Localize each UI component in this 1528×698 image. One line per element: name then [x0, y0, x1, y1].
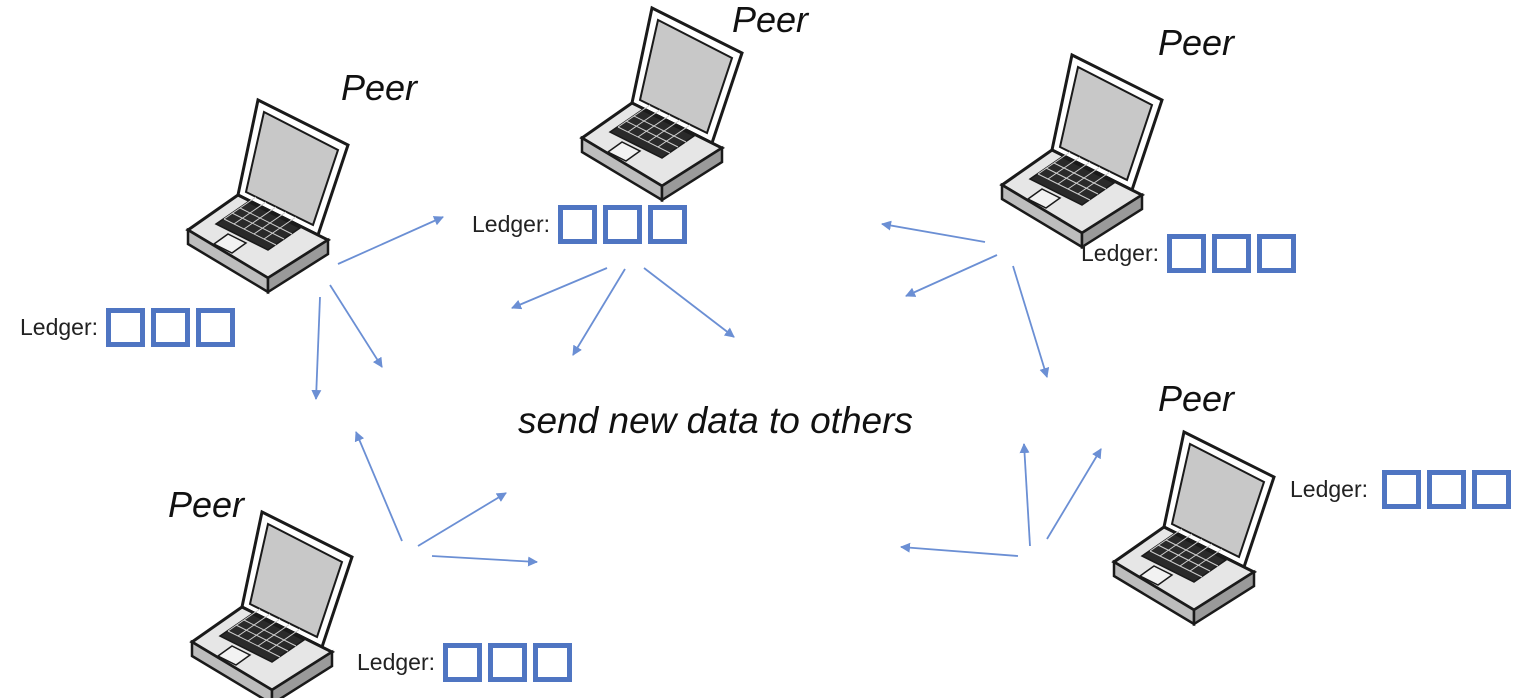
- ledger-block-icon: [603, 205, 643, 244]
- laptop-icon: [190, 510, 354, 698]
- ledger-label: Ledger:: [1081, 240, 1160, 266]
- peer-label: Peer: [1158, 378, 1235, 419]
- arrow-icon: [1019, 443, 1031, 547]
- arrow-icon: [643, 267, 735, 338]
- center-caption: send new data to others: [518, 400, 913, 441]
- ledger-block-icon: [1472, 470, 1512, 509]
- arrow-icon: [900, 542, 1019, 557]
- ledger-block-icon: [1167, 234, 1207, 273]
- arrow-icon: [881, 220, 986, 243]
- arrow-icon: [417, 492, 507, 547]
- ledger-block-icon: [196, 308, 236, 347]
- ledger: Ledger:: [20, 308, 241, 347]
- laptop-icon: [186, 98, 350, 294]
- ledger-block-icon: [558, 205, 598, 244]
- ledger-block-icon: [443, 643, 483, 682]
- arrow-icon: [511, 267, 608, 310]
- peer-label: Peer: [732, 0, 809, 40]
- ledger-block-icon: [648, 205, 688, 244]
- arrow-icon: [337, 216, 444, 265]
- ledger-block-icon: [488, 643, 528, 682]
- ledger-block-icon: [106, 308, 146, 347]
- peer-label: Peer: [168, 484, 245, 525]
- arrow-icon: [1046, 448, 1102, 540]
- ledger-label: Ledger:: [357, 649, 436, 675]
- peer-label: Peer: [1158, 22, 1235, 63]
- arrow-icon: [905, 254, 998, 297]
- arrow-icon: [311, 296, 322, 400]
- arrow-icon: [354, 431, 403, 542]
- laptop-icon: [1000, 53, 1164, 249]
- ledger-label: Ledger:: [20, 314, 99, 340]
- laptop-icon: [1112, 430, 1276, 626]
- ledger-label: Ledger:: [1290, 476, 1369, 502]
- ledger-block-icon: [533, 643, 573, 682]
- ledger: Ledger:: [1081, 234, 1302, 273]
- ledger-block-icon: [1212, 234, 1252, 273]
- arrow-icon: [329, 284, 383, 368]
- ledger: Ledger:: [1290, 470, 1517, 509]
- ledger-block-icon: [1257, 234, 1297, 273]
- ledger-block-icon: [1382, 470, 1422, 509]
- arrow-icon: [1012, 265, 1050, 378]
- peer-label: Peer: [341, 67, 418, 108]
- arrow-icon: [572, 268, 626, 356]
- ledger-block-icon: [151, 308, 191, 347]
- ledger-label: Ledger:: [472, 211, 551, 237]
- laptop-icon: [580, 6, 744, 202]
- arrow-icon: [431, 555, 538, 567]
- ledger-block-icon: [1427, 470, 1467, 509]
- ledger: Ledger:: [357, 643, 578, 682]
- ledger: Ledger:: [472, 205, 693, 244]
